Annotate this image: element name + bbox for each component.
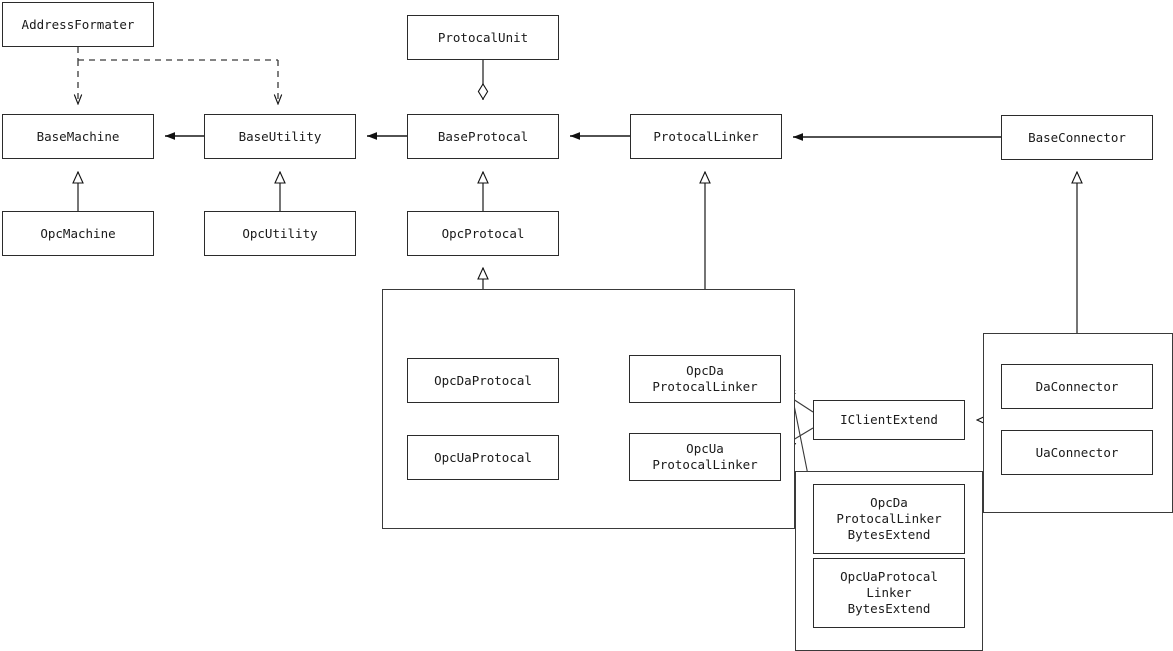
class-name: OpcDa ProtocalLinker [652, 363, 758, 394]
class-name: AddressFormater [21, 16, 135, 32]
class-name: ProtocalUnit [437, 29, 529, 45]
class-box-opc-da-protocal-linker[interactable]: OpcDa ProtocalLinker [629, 355, 781, 403]
class-box-protocal-linker[interactable]: ProtocalLinker [630, 114, 782, 159]
class-box-ua-connector[interactable]: UaConnector [1001, 430, 1153, 475]
class-box-base-connector[interactable]: BaseConnector [1001, 115, 1153, 160]
class-box-opc-protocal[interactable]: OpcProtocal [407, 211, 559, 256]
class-box-base-protocal[interactable]: BaseProtocal [407, 114, 559, 159]
class-box-base-machine[interactable]: BaseMachine [2, 114, 154, 159]
class-box-protocal-unit[interactable]: ProtocalUnit [407, 15, 559, 60]
group-protocal-container [382, 289, 795, 529]
class-box-opc-utility[interactable]: OpcUtility [204, 211, 356, 256]
class-box-opc-ua-protocal-linker[interactable]: OpcUa ProtocalLinker [629, 433, 781, 481]
class-box-opc-machine[interactable]: OpcMachine [2, 211, 154, 256]
class-name: OpcMachine [40, 225, 116, 241]
class-name: DaConnector [1035, 378, 1119, 394]
class-box-opc-ua-protocal-linker-bytes-extend[interactable]: OpcUaProtocal Linker BytesExtend [813, 558, 965, 628]
class-name: BaseUtility [238, 128, 322, 144]
class-name: OpcUaProtocal Linker BytesExtend [840, 569, 938, 616]
class-box-da-connector[interactable]: DaConnector [1001, 364, 1153, 409]
class-name: BaseMachine [36, 128, 120, 144]
class-name: UaConnector [1035, 444, 1119, 460]
class-name: OpcUaProtocal [434, 449, 532, 465]
class-name: OpcUtility [242, 225, 318, 241]
class-name: IClientExtend [840, 412, 938, 427]
class-name: OpcDa ProtocalLinker BytesExtend [836, 495, 942, 542]
class-box-iclient-extend[interactable]: IClientExtend [813, 400, 965, 440]
class-box-opc-da-protocal-linker-bytes-extend[interactable]: OpcDa ProtocalLinker BytesExtend [813, 484, 965, 554]
class-name: BaseConnector [1028, 129, 1126, 145]
class-name: BaseProtocal [437, 128, 529, 144]
class-name: OpcDaProtocal [434, 372, 532, 388]
class-name: ProtocalLinker [653, 128, 759, 144]
class-box-address-formater[interactable]: AddressFormater [2, 2, 154, 47]
class-box-base-utility[interactable]: BaseUtility [204, 114, 356, 159]
class-box-opc-ua-protocal[interactable]: OpcUaProtocal [407, 435, 559, 480]
class-box-opc-da-protocal[interactable]: OpcDaProtocal [407, 358, 559, 403]
class-name: OpcProtocal [441, 225, 525, 241]
group-connector-container [983, 333, 1173, 513]
class-name: OpcUa ProtocalLinker [652, 441, 758, 472]
